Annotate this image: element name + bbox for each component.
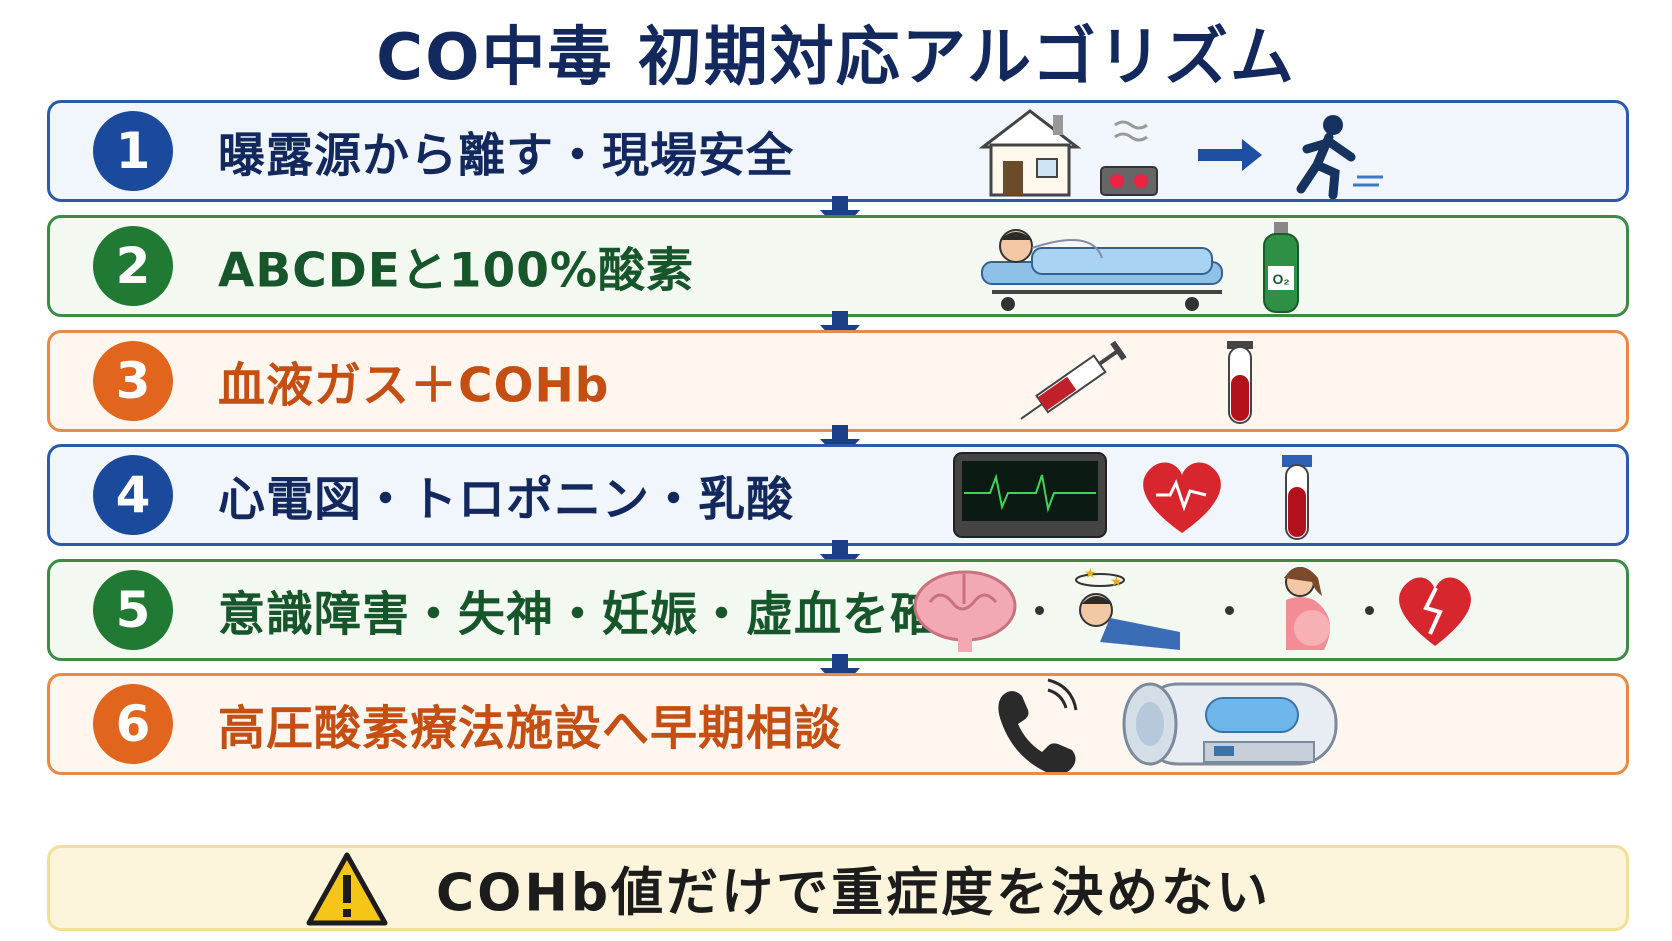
patient-stretcher-icon <box>981 229 1223 311</box>
page-title: CO中毒 初期対応アルゴリズム <box>376 21 1296 95</box>
step-2: 2 ABCDEと100%酸素 O₂ <box>47 215 1629 317</box>
step-number: 1 <box>93 111 173 191</box>
step-label: 曝露源から離す・現場安全 <box>218 128 794 184</box>
step-number: 2 <box>93 226 173 306</box>
step-label: 心電図・トロポニン・乳酸 <box>218 472 794 528</box>
warning-icon <box>306 852 388 926</box>
dizzy-person-icon: ★ ★ <box>1075 566 1180 650</box>
svg-text:★: ★ <box>1084 566 1097 582</box>
right-arrow-icon <box>1198 139 1262 171</box>
step-label: 血液ガス＋COHb <box>218 358 610 414</box>
step-number: 5 <box>93 570 173 650</box>
syringe-icon <box>1020 340 1127 420</box>
step-1: 1 曝露源から離す・現場安全 <box>47 100 1629 202</box>
svg-text:O₂: O₂ <box>1272 271 1289 287</box>
step-label: 高圧酸素療法施設へ早期相談 <box>218 701 842 757</box>
svg-text:★: ★ <box>1110 574 1123 590</box>
step-6: 6 高圧酸素療法施設へ早期相談 <box>47 673 1629 775</box>
step-number: 3 <box>93 341 173 421</box>
step-number: 4 <box>93 455 173 535</box>
ecg-monitor-icon <box>953 452 1107 538</box>
step-label: ABCDEと100%酸素 <box>218 243 695 299</box>
heart-icon <box>1143 462 1221 533</box>
step-number: 6 <box>93 684 173 764</box>
phone-icon <box>998 678 1078 772</box>
step-label: 意識障害・失神・妊娠・虚血を確認 <box>218 587 986 643</box>
broken-heart-icon <box>1399 577 1471 646</box>
hyperbaric-chamber-icon <box>1122 682 1338 766</box>
separator-dot <box>1225 606 1234 615</box>
separator-dot <box>1365 606 1374 615</box>
running-person-icon <box>1296 115 1383 199</box>
brain-icon <box>913 570 1017 652</box>
step-4: 4 心電図・トロポニン・乳酸 <box>47 444 1629 546</box>
house-icon <box>978 109 1082 197</box>
gas-stove-icon <box>1100 120 1158 196</box>
warning-text: COHb値だけで重症度を決めない <box>436 863 1272 924</box>
blood-tube-icon <box>1282 455 1312 540</box>
warning-box: COHb値だけで重症度を決めない <box>47 845 1629 931</box>
step-5: 5 意識障害・失神・妊娠・虚血を確認 ★ ★ <box>47 559 1629 661</box>
oxygen-tank-icon: O₂ <box>1263 222 1299 313</box>
step-3: 3 血液ガス＋COHb <box>47 330 1629 432</box>
blood-tube-icon <box>1227 341 1253 424</box>
separator-dot <box>1035 606 1044 615</box>
pregnant-woman-icon <box>1284 567 1331 650</box>
